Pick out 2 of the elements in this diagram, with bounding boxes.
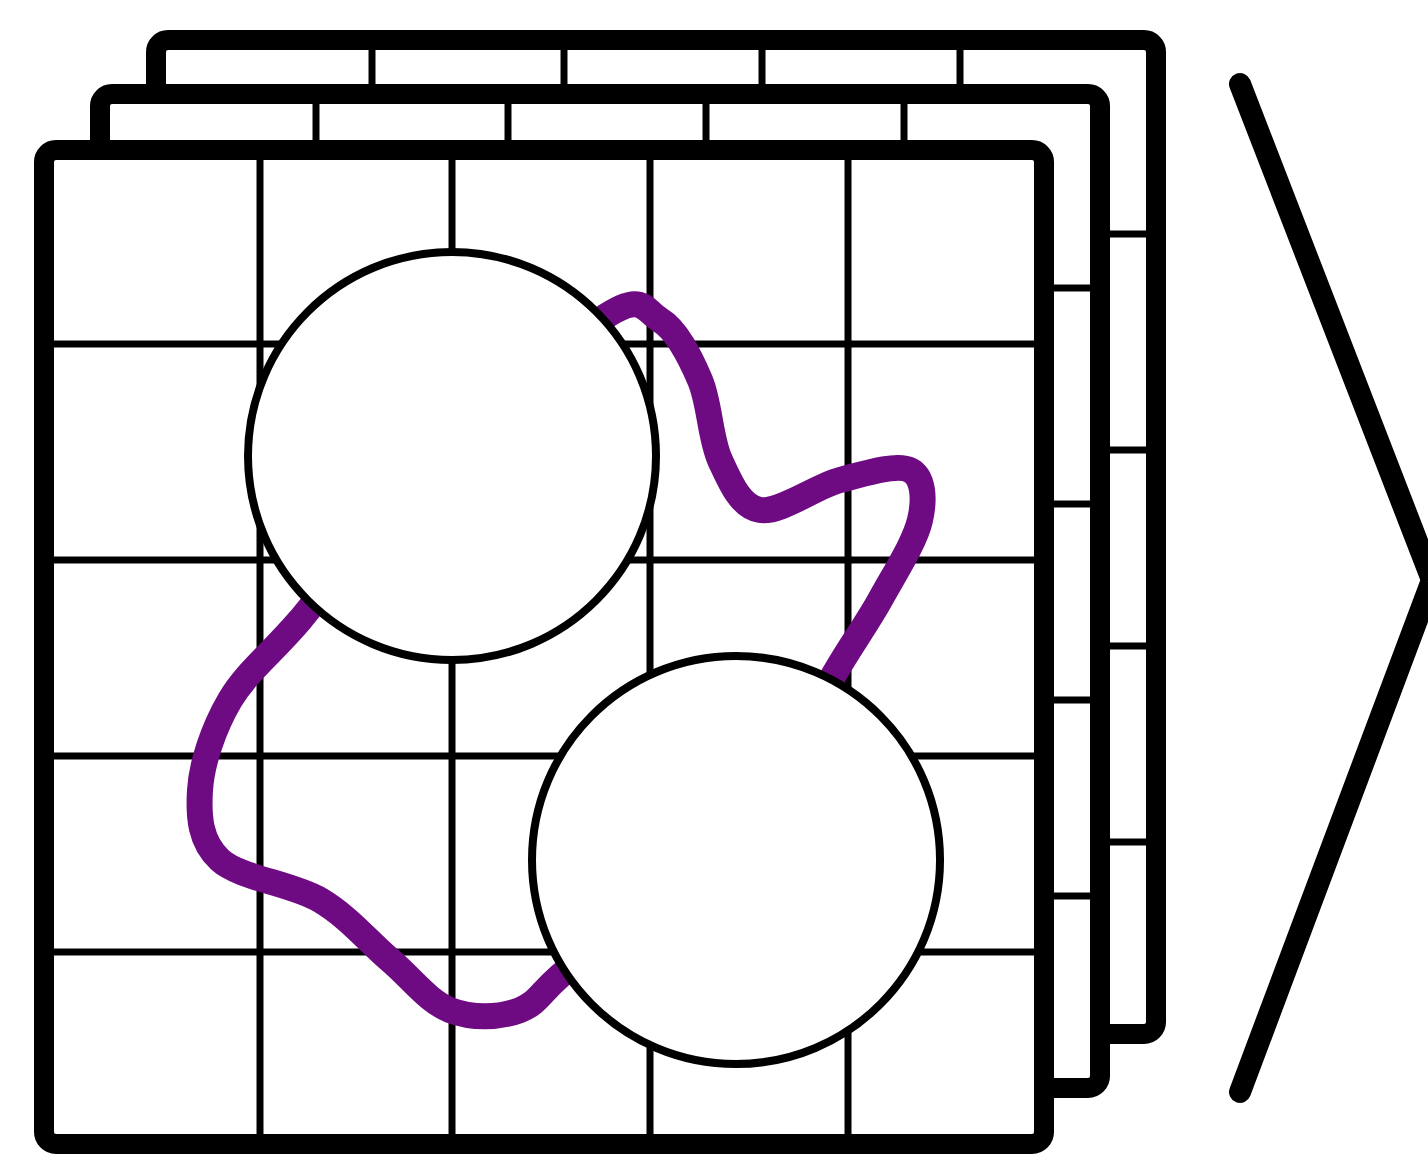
circle — [244, 248, 660, 664]
circle — [528, 652, 944, 1068]
